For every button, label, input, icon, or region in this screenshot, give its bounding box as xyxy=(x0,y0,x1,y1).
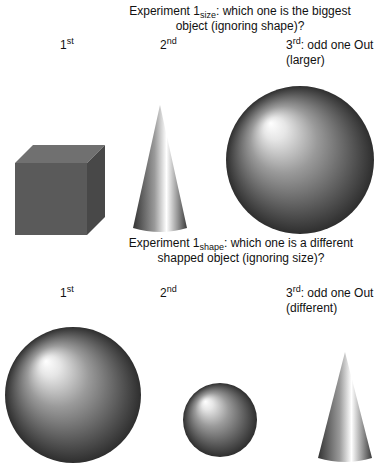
cube-side xyxy=(87,145,105,235)
label-text: Experiment 1 xyxy=(129,4,200,18)
ordinal-suffix: rd xyxy=(293,284,301,294)
label-text: : which one is the biggest object (ignor… xyxy=(176,4,351,33)
label-text: 1 xyxy=(60,286,67,300)
ordinal-suffix: st xyxy=(67,36,74,46)
label-text: 3 xyxy=(286,38,293,52)
large-sphere xyxy=(5,327,141,463)
order-label: 3rd: odd one Out (different) xyxy=(286,286,374,316)
order-label: 2nd xyxy=(160,286,200,301)
ordinal-suffix: nd xyxy=(167,284,177,294)
experiment-question: Experiment 1shape: which one is a differ… xyxy=(118,236,364,266)
cube xyxy=(15,145,105,235)
label-text: 2 xyxy=(160,286,167,300)
label-text: Experiment 1 xyxy=(129,236,200,250)
order-label: 3rd: odd one Out (larger) xyxy=(286,38,374,68)
cube-front xyxy=(15,163,87,235)
large-sphere xyxy=(226,86,374,234)
ordinal-suffix: st xyxy=(67,284,74,294)
small-sphere xyxy=(183,383,257,457)
experiment-question: Experiment 1size: which one is the bigge… xyxy=(122,4,358,34)
cone xyxy=(318,352,372,462)
label-text: 3 xyxy=(286,286,293,300)
label-text: 2 xyxy=(160,38,167,52)
order-label: 2nd xyxy=(160,38,200,53)
label-text: 1 xyxy=(60,38,67,52)
subscript-text: shape xyxy=(199,242,224,252)
cone xyxy=(133,105,187,232)
ordinal-suffix: nd xyxy=(167,36,177,46)
order-label: 1st xyxy=(60,286,100,301)
order-label: 1st xyxy=(60,38,100,53)
ordinal-suffix: rd xyxy=(293,36,301,46)
subscript-text: size xyxy=(200,10,216,20)
